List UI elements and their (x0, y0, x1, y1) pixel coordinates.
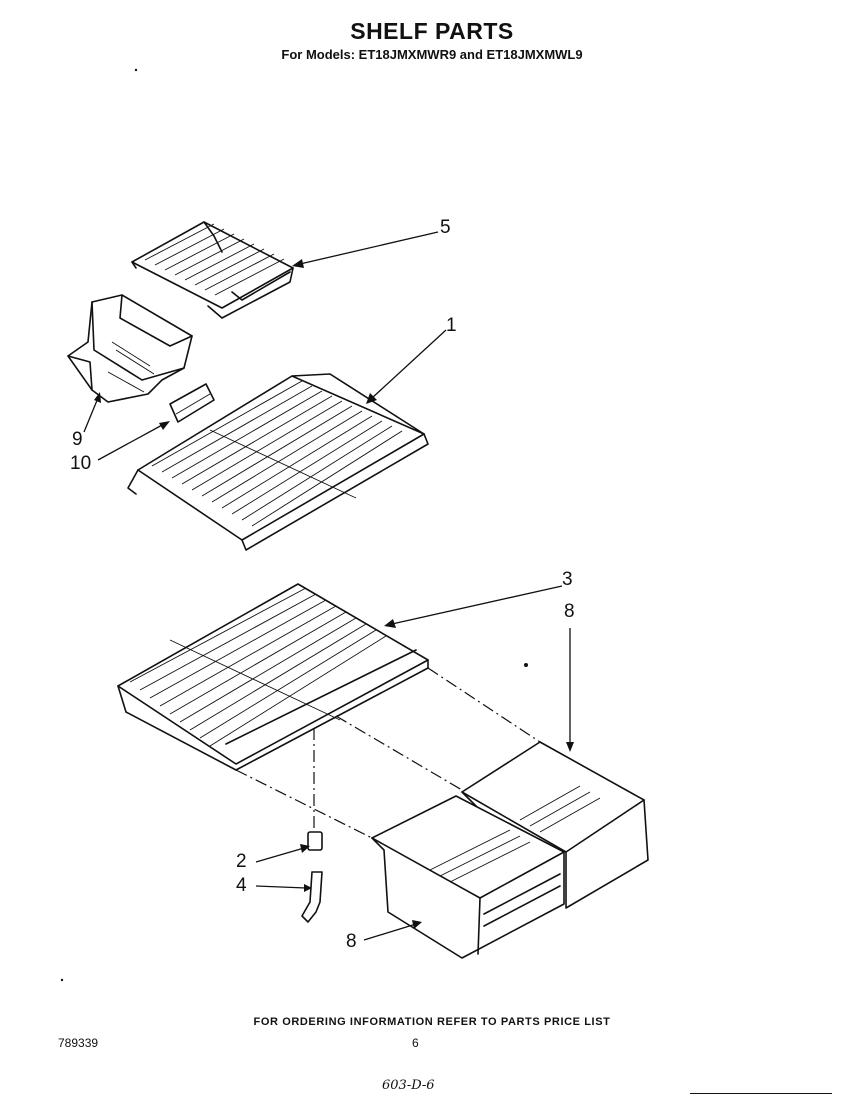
leader-arrows (83, 231, 574, 941)
callout-10: 10 (70, 453, 92, 474)
part-5-wire-shelf (131, 221, 294, 319)
callout-3: 3 (562, 569, 573, 590)
page-number: 6 (412, 1036, 419, 1050)
callout-9: 9 (72, 429, 83, 450)
callout-8-rear: 8 (564, 601, 575, 622)
part-4-support-pin (301, 871, 323, 923)
part-8-front-drawer (371, 795, 565, 959)
part-1-main-shelf (127, 373, 429, 551)
callout-5: 5 (440, 217, 451, 238)
callout-2: 2 (236, 851, 247, 872)
callout-1: 1 (446, 315, 457, 336)
bottom-rule (690, 1093, 832, 1094)
document-number: 789339 (58, 1036, 99, 1050)
part-9-bin (67, 294, 193, 403)
assembly-lines (235, 667, 541, 843)
page-title: SHELF PARTS (350, 18, 514, 44)
part-2-bracket (307, 831, 323, 851)
part-10-clip (169, 383, 215, 423)
part-8-rear-drawer (461, 741, 649, 909)
callout-8-front: 8 (346, 931, 357, 952)
model-subtitle: For Models: ET18JMXMWR9 and ET18JMXMWL9 (281, 47, 583, 62)
handwritten-note: 603-D-6 (382, 1078, 435, 1093)
callout-4: 4 (236, 875, 247, 896)
ordering-note: FOR ORDERING INFORMATION REFER TO PARTS … (253, 1016, 611, 1028)
